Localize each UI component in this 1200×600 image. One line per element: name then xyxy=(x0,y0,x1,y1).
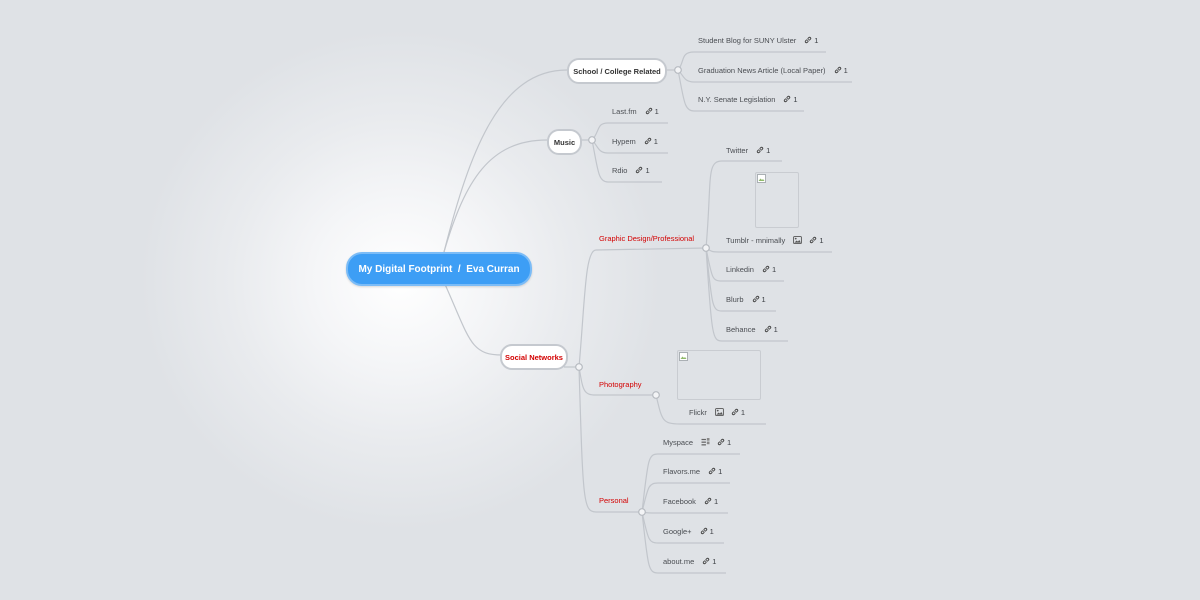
topic-flavors-me[interactable]: Flavors.me 1 xyxy=(663,465,722,477)
topic-label: Blurb xyxy=(726,294,744,304)
topic-label: about.me xyxy=(663,556,695,566)
link-icon[interactable] xyxy=(764,325,772,333)
topic-label: Linkedin xyxy=(726,264,754,274)
link-icon[interactable] xyxy=(704,497,712,505)
link-icon[interactable] xyxy=(752,295,760,303)
link-icon[interactable] xyxy=(809,236,817,244)
topic-label: Flavors.me xyxy=(663,466,701,476)
topic-linkedin[interactable]: Linkedin 1 xyxy=(726,263,776,275)
link-count: 1 xyxy=(766,145,771,155)
link-icon[interactable] xyxy=(762,265,770,273)
notes-icon[interactable] xyxy=(701,438,710,446)
connector-root-music xyxy=(443,139,548,253)
link-icon[interactable] xyxy=(783,95,791,103)
topic-label: Tumblr - mnimally xyxy=(726,235,786,245)
link-count: 1 xyxy=(793,94,798,104)
link-count: 1 xyxy=(709,526,714,536)
broken-image-icon xyxy=(757,174,766,183)
topic-twitter[interactable]: Twitter 1 xyxy=(726,144,770,156)
image-icon[interactable] xyxy=(793,236,803,244)
link-icon[interactable] xyxy=(804,36,812,44)
tumblr-image-placeholder xyxy=(755,172,799,228)
link-icon[interactable] xyxy=(700,527,708,535)
topic-label: Google+ xyxy=(663,526,692,536)
topic-hypem[interactable]: Hypem 1 xyxy=(612,135,658,147)
link-count: 1 xyxy=(761,294,766,304)
topic-last-fm[interactable]: Last.fm 1 xyxy=(612,105,659,117)
link-count: 1 xyxy=(712,556,717,566)
branch-music[interactable]: Music xyxy=(547,129,582,155)
link-icon[interactable] xyxy=(834,66,842,74)
link-count: 1 xyxy=(771,264,777,274)
topic-label: Flickr xyxy=(689,407,707,417)
link-count: 1 xyxy=(654,106,659,116)
branch-school-college[interactable]: School / College Related xyxy=(567,58,667,84)
topic-facebook[interactable]: Facebook 1 xyxy=(663,495,718,507)
topic-behance[interactable]: Behance 1 xyxy=(726,323,778,335)
link-count: 1 xyxy=(819,235,824,245)
link-count: 1 xyxy=(773,324,778,334)
topic-tumblr-mnimally[interactable]: Tumblr - mnimally 1 xyxy=(726,234,823,246)
link-icon[interactable] xyxy=(731,408,739,416)
link-icon[interactable] xyxy=(717,438,725,446)
link-icon[interactable] xyxy=(708,467,716,475)
topic-graduation-news-article-local-paper[interactable]: Graduation News Article (Local Paper) 1 xyxy=(698,64,848,76)
branch-social-networks[interactable]: Social Networks xyxy=(500,344,568,370)
link-icon[interactable] xyxy=(645,107,653,115)
topic-about-me[interactable]: about.me 1 xyxy=(663,555,716,567)
topic-blurb[interactable]: Blurb 1 xyxy=(726,293,766,305)
link-icon[interactable] xyxy=(644,137,652,145)
topic-student-blog-for-suny-ulster[interactable]: Student Blog for SUNY Ulster 1 xyxy=(698,34,818,46)
topic-flickr[interactable]: Flickr 1 xyxy=(689,406,745,418)
topic-label: Graduation News Article (Local Paper) xyxy=(698,65,826,75)
subtopic-graphic-design[interactable]: Graphic Design/Professional xyxy=(599,234,695,243)
topic-label: Myspace xyxy=(663,437,694,447)
topic-label: N.Y. Senate Legislation xyxy=(698,94,776,104)
flickr-image-placeholder xyxy=(677,350,761,400)
broken-image-icon xyxy=(679,352,688,361)
connector-root-school xyxy=(443,69,568,253)
connector-root-social xyxy=(443,281,503,356)
topic-label: Last.fm xyxy=(612,106,637,116)
topic-label: Rdio xyxy=(612,165,628,175)
subtopic-photography[interactable]: Photography xyxy=(599,380,642,389)
topic-n-y-senate-legislation[interactable]: N.Y. Senate Legislation 1 xyxy=(698,93,798,105)
topic-label: Twitter xyxy=(726,145,749,155)
topic-rdio[interactable]: Rdio 1 xyxy=(612,164,650,176)
link-count: 1 xyxy=(740,407,746,417)
topic-label: Behance xyxy=(726,324,756,334)
link-count: 1 xyxy=(718,466,723,476)
link-count: 1 xyxy=(843,65,848,75)
topic-google[interactable]: Google+ 1 xyxy=(663,525,714,537)
link-icon[interactable] xyxy=(635,166,643,174)
link-count: 1 xyxy=(653,136,658,146)
topic-label: Facebook xyxy=(663,496,696,506)
link-count: 1 xyxy=(713,496,719,506)
central-topic[interactable]: My Digital Footprint / Eva Curran xyxy=(346,252,532,286)
link-count: 1 xyxy=(727,437,732,447)
subtopic-personal[interactable]: Personal xyxy=(599,496,629,505)
link-icon[interactable] xyxy=(756,146,764,154)
topic-label: Student Blog for SUNY Ulster xyxy=(698,35,797,45)
link-count: 1 xyxy=(814,35,819,45)
topic-label: Hypem xyxy=(612,136,636,146)
topic-myspace[interactable]: Myspace 1 xyxy=(663,436,731,448)
image-icon[interactable] xyxy=(715,408,724,416)
link-count: 1 xyxy=(645,165,650,175)
link-icon[interactable] xyxy=(702,557,710,565)
